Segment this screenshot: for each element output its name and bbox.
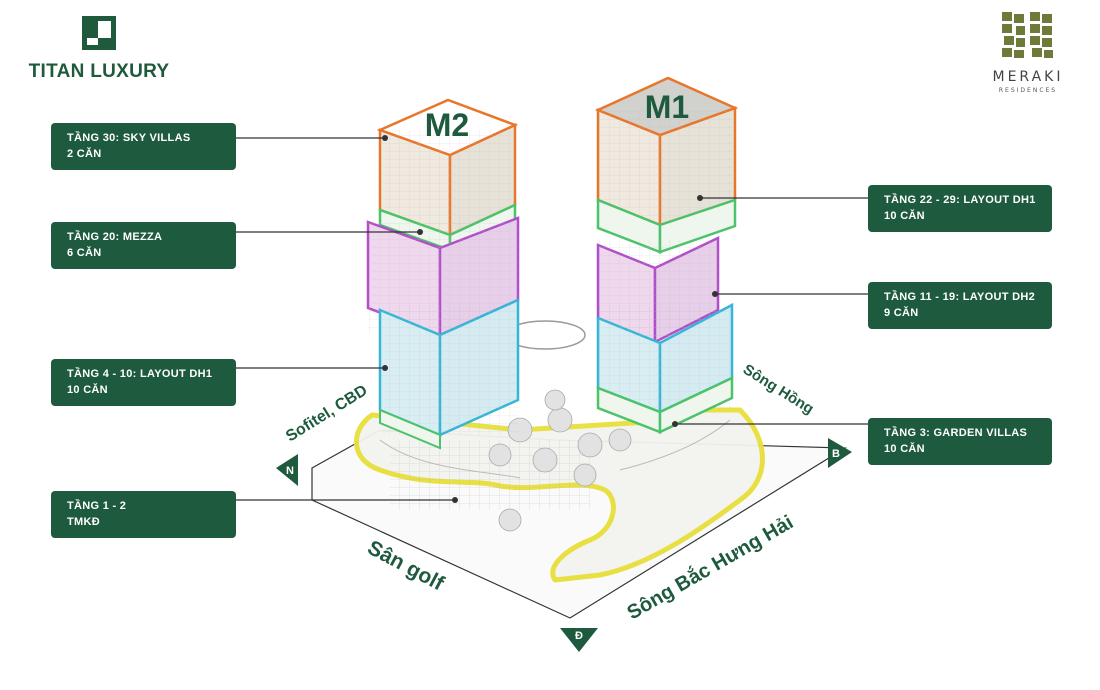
garden-trees — [488, 389, 632, 532]
label-line1: TẦNG 20: MEZZA — [67, 231, 163, 243]
tower-m2 — [366, 98, 520, 450]
north-label: N — [286, 465, 294, 477]
titan-luxury-name: TITAN LUXURY — [28, 61, 170, 82]
label-line2: 10 CĂN — [67, 384, 108, 396]
dong-label: Đ — [575, 630, 583, 642]
tower-m2-label: M2 — [425, 107, 469, 143]
label-line2: 9 CĂN — [884, 307, 919, 319]
tower-m1-label: M1 — [645, 89, 689, 125]
tower-m1 — [594, 76, 739, 434]
label-line1: TẦNG 30: SKY VILLAS — [67, 132, 191, 144]
meraki-logo-mark-icon — [1002, 12, 1053, 58]
titan-luxury-logo: TITAN LUXURY — [14, 16, 184, 83]
label-line1: TẦNG 1 - 2 — [67, 500, 127, 512]
leader-lines — [236, 135, 868, 503]
label-m2-sky-villas: TẦNG 30: SKY VILLAS 2 CĂN — [51, 123, 236, 170]
titan-logo-mark-icon — [82, 16, 116, 50]
label-line2: TMKĐ — [67, 516, 100, 528]
meraki-residences-logo: MERAKI RESIDENCES — [978, 10, 1078, 94]
meraki-name: MERAKI — [992, 69, 1064, 85]
label-podium: TẦNG 1 - 2 TMKĐ — [51, 491, 236, 538]
north-arrow: N — [276, 454, 298, 486]
label-line2: 10 CĂN — [884, 443, 925, 455]
bac-arrow: B — [828, 438, 852, 468]
label-line1: TẦNG 22 - 29: LAYOUT DH1 — [884, 194, 1036, 206]
label-m1-top: TẦNG 22 - 29: LAYOUT DH1 10 CĂN — [868, 185, 1052, 232]
label-line2: 6 CĂN — [67, 247, 102, 259]
label-m1-garden-villas: TẦNG 3: GARDEN VILLAS 10 CĂN — [868, 418, 1052, 465]
surrounding-song-hong: Sông Hồng — [740, 361, 817, 418]
label-line2: 2 CĂN — [67, 148, 102, 160]
label-m2-low: TẦNG 4 - 10: LAYOUT DH1 10 CĂN — [51, 359, 236, 406]
label-m1-mid: TẦNG 11 - 19: LAYOUT DH2 9 CĂN — [868, 282, 1052, 329]
label-line1: TẦNG 3: GARDEN VILLAS — [884, 427, 1028, 439]
meraki-sub: RESIDENCES — [998, 87, 1058, 94]
bac-label: B — [832, 448, 840, 460]
label-m2-mezza: TẦNG 20: MEZZA 6 CĂN — [51, 222, 236, 269]
dong-arrow: Đ — [560, 628, 598, 652]
label-line1: TẦNG 11 - 19: LAYOUT DH2 — [884, 291, 1036, 303]
label-line1: TẦNG 4 - 10: LAYOUT DH1 — [67, 368, 213, 380]
label-line2: 10 CĂN — [884, 210, 925, 222]
